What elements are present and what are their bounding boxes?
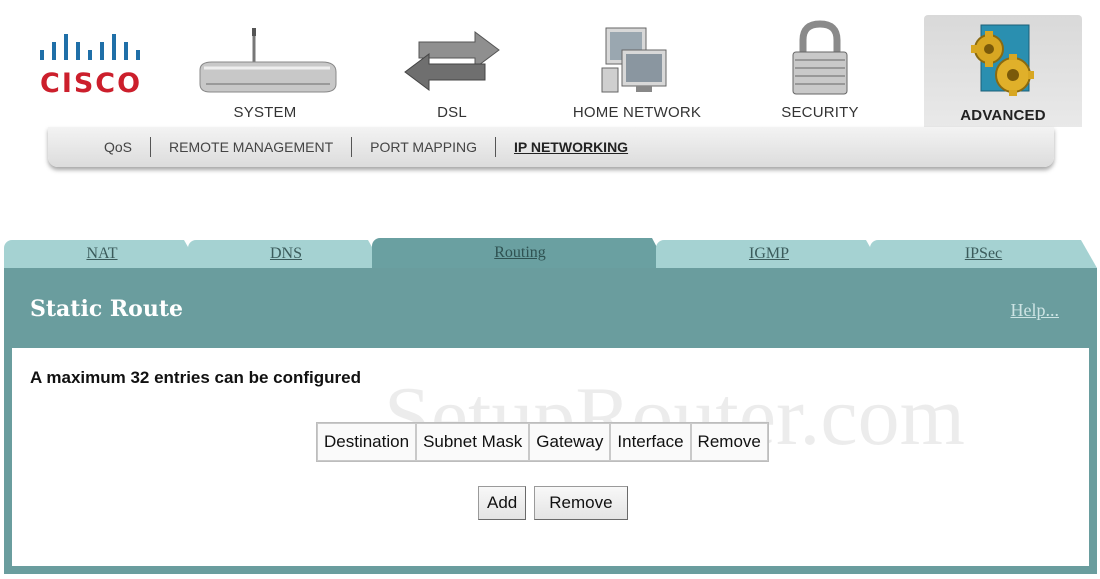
- column-destination: Destination: [317, 423, 417, 461]
- subnav-port-mapping[interactable]: PORT MAPPING: [370, 139, 477, 155]
- nav-system-label: SYSTEM: [233, 104, 297, 121]
- max-entries-notice: A maximum 32 entries can be configured: [30, 368, 361, 387]
- computers-icon: [601, 27, 667, 93]
- remove-button[interactable]: Remove: [534, 486, 628, 520]
- panel-body: SetupRouter.com A maximum 32 entries can…: [4, 348, 1097, 574]
- nav-security-label: SECURITY: [781, 104, 859, 121]
- router-icon: [199, 28, 337, 93]
- subnav-remote-management[interactable]: REMOTE MANAGEMENT: [169, 139, 334, 155]
- panel-title: Static Route: [30, 296, 183, 322]
- panel-header: Static Route Help...: [4, 268, 1097, 348]
- table-header-row: Destination Subnet Mask Gateway Interfac…: [317, 423, 768, 461]
- nav-security[interactable]: SECURITY: [760, 12, 880, 126]
- tab-igmp[interactable]: IGMP: [656, 240, 882, 268]
- add-button[interactable]: Add: [478, 486, 527, 520]
- padlock-icon: [792, 20, 848, 95]
- subnav-separator: [150, 137, 152, 157]
- tab-dns[interactable]: DNS: [188, 240, 384, 268]
- tab-routing[interactable]: Routing: [372, 238, 668, 268]
- static-route-table: Destination Subnet Mask Gateway Interfac…: [316, 422, 769, 462]
- tab-bar: NAT DNS Routing IGMP IPSec: [4, 240, 1097, 268]
- action-buttons: Add Remove: [478, 486, 628, 520]
- column-gateway: Gateway: [529, 423, 611, 461]
- tab-ipsec[interactable]: IPSec: [870, 240, 1097, 268]
- gears-icon: [971, 24, 1034, 96]
- sub-navigation: QoS REMOTE MANAGEMENT PORT MAPPING IP NE…: [48, 127, 1054, 167]
- subnav-qos[interactable]: QoS: [104, 139, 133, 155]
- subnav-separator: [351, 137, 353, 157]
- cisco-bars-icon: [40, 34, 140, 60]
- subnav-separator: [494, 137, 496, 157]
- column-remove: Remove: [690, 423, 768, 461]
- nav-system[interactable]: SYSTEM: [190, 12, 340, 126]
- nav-dsl[interactable]: DSL: [392, 12, 512, 126]
- column-subnet-mask: Subnet Mask: [416, 423, 530, 461]
- nav-home-network[interactable]: HOME NETWORK: [562, 12, 712, 126]
- cisco-logo: CISCO: [38, 34, 148, 99]
- tab-nat[interactable]: NAT: [4, 240, 200, 268]
- cisco-wordmark: CISCO: [40, 68, 143, 99]
- nav-advanced[interactable]: ADVANCED: [924, 15, 1082, 127]
- subnav-ip-networking[interactable]: IP NETWORKING: [513, 139, 629, 155]
- nav-dsl-label: DSL: [437, 104, 467, 121]
- help-link[interactable]: Help...: [1010, 300, 1060, 320]
- nav-advanced-label: ADVANCED: [960, 107, 1046, 124]
- arrows-icon: [404, 31, 500, 91]
- nav-home-network-label: HOME NETWORK: [572, 104, 702, 121]
- column-interface: Interface: [610, 423, 691, 461]
